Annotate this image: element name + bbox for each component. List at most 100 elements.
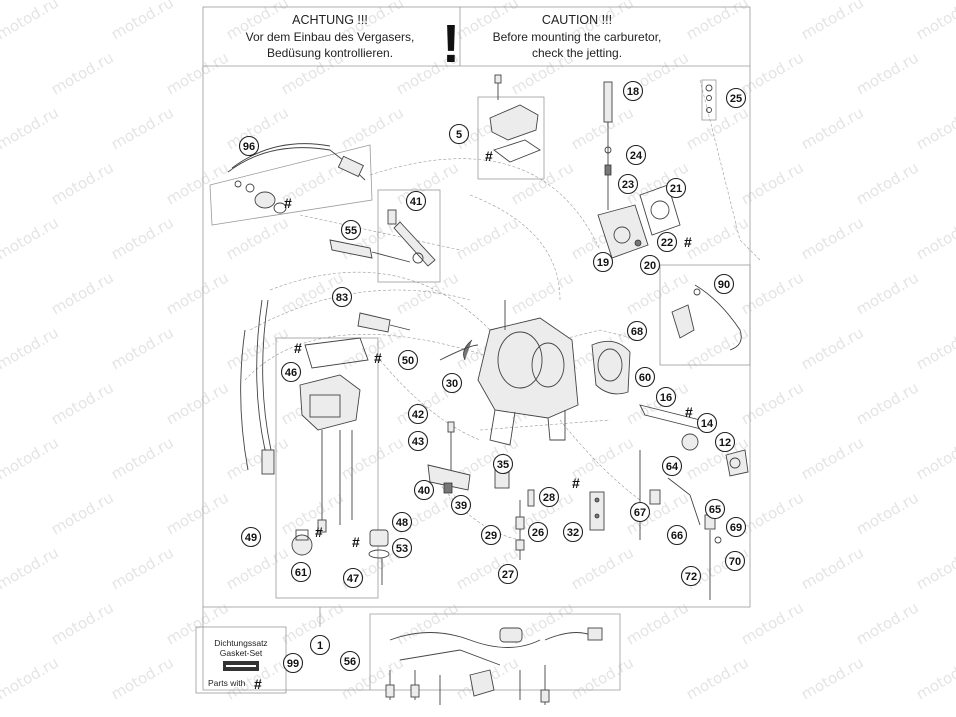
watermark-text: motod.ru [48, 48, 117, 98]
callout-label: 14 [701, 418, 714, 430]
watermark-text: motod.ru [683, 653, 752, 703]
hash-mark-5: # [374, 350, 382, 366]
callout-90: 90 [713, 273, 735, 295]
parts-layer [209, 74, 751, 705]
callout-12: 12 [714, 431, 736, 453]
callout-label: 90 [718, 279, 730, 291]
callout-circle [240, 526, 262, 548]
hash-mark-1: # [284, 195, 292, 211]
callout-circle [562, 521, 584, 543]
part-83-jet [357, 312, 411, 333]
caution-de-title: ACHTUNG !!! [292, 13, 368, 27]
callout-circle [714, 431, 736, 453]
watermark-text: motod.ru [108, 0, 177, 43]
watermark-text: motod.ru [0, 598, 2, 648]
hash-mark-6: # [685, 404, 693, 420]
watermark-text: motod.ru [738, 48, 807, 98]
callout-label: 25 [730, 93, 742, 105]
callout-circle [527, 521, 549, 543]
watermark-text: motod.ru [738, 598, 807, 648]
watermark-text: motod.ru [223, 213, 292, 263]
watermark-text: motod.ru [798, 103, 867, 153]
callout-circle [405, 190, 427, 212]
watermark-text: motod.ru [48, 158, 117, 208]
callout-label: 49 [245, 532, 257, 544]
callout-99: 99 [282, 652, 304, 674]
assembly-lines [244, 79, 761, 541]
callout-label: 23 [622, 179, 634, 191]
legend-box: Dichtungssatz Gasket-Set Parts with # [208, 638, 268, 692]
watermark-text: motod.ru [163, 378, 232, 428]
callout-65: 65 [704, 498, 726, 520]
callout-circle [497, 563, 519, 585]
callout-circle [492, 453, 514, 475]
callout-70: 70 [724, 550, 746, 572]
callout-67: 67 [629, 501, 651, 523]
watermark-text: motod.ru [163, 268, 232, 318]
watermark-text: motod.ru [853, 598, 922, 648]
callout-label: 28 [543, 492, 555, 504]
legend-parts-with: Parts with [208, 678, 246, 688]
callout-label: 32 [567, 527, 579, 539]
callout-label: 16 [660, 392, 672, 404]
part-47-48-53-float-parts [368, 529, 390, 585]
part-19-22-slide [597, 184, 681, 259]
callout-50: 50 [397, 349, 419, 371]
watermark-text: motod.ru [0, 653, 62, 703]
callout-32: 32 [562, 521, 584, 543]
watermark-text: motod.ru [683, 0, 752, 43]
callout-66: 66 [666, 524, 688, 546]
callout-circle [450, 494, 472, 516]
callout-circle [639, 254, 661, 276]
callout-label: 70 [729, 556, 741, 568]
watermark-text: motod.ru [108, 653, 177, 703]
watermark-text: motod.ru [913, 323, 956, 373]
legend-gasket-set: Gasket-Set [220, 648, 263, 658]
callout-39: 39 [450, 494, 472, 516]
callout-69: 69 [725, 516, 747, 538]
watermark-text: motod.ru [48, 268, 117, 318]
watermark-text: motod.ru [913, 543, 956, 593]
callout-label: 41 [410, 196, 422, 208]
callout-label: 64 [666, 461, 679, 473]
callout-83: 83 [331, 286, 353, 308]
callout-circle [622, 80, 644, 102]
callout-30: 30 [441, 372, 463, 394]
watermark-text: motod.ru [338, 433, 407, 483]
callout-label: 30 [446, 378, 458, 390]
callout-label: 83 [336, 292, 348, 304]
callout-circle [665, 177, 687, 199]
watermark-text: motod.ru [683, 323, 752, 373]
watermark-text: motod.ru [48, 378, 117, 428]
hash-mark-2: # [485, 148, 493, 164]
callout-label: 60 [639, 372, 651, 384]
watermark-text: motod.ru [738, 378, 807, 428]
callout-label: 69 [730, 522, 742, 534]
watermark-text: motod.ru [0, 543, 62, 593]
callout-circle [696, 412, 718, 434]
hash-marks: ######### [284, 148, 693, 550]
hash-mark-7: # [572, 475, 580, 491]
watermark-text: motod.ru [508, 268, 577, 318]
callout-26: 26 [527, 521, 549, 543]
watermark-text: motod.ru [0, 158, 2, 208]
exclamation-icon: ! [442, 14, 460, 74]
callout-circle [280, 361, 302, 383]
callout-42: 42 [407, 403, 429, 425]
callout-label: 27 [502, 569, 514, 581]
watermark-text: motod.ru [568, 103, 637, 153]
callout-16: 16 [655, 386, 677, 408]
callout-label: 96 [243, 141, 255, 153]
part-56-hoses [385, 627, 603, 705]
callout-48: 48 [391, 511, 413, 533]
watermark-text: motod.ru [623, 598, 692, 648]
watermark-text: motod.ru [0, 268, 2, 318]
callout-circle [617, 173, 639, 195]
watermark-text: motod.ru [393, 158, 462, 208]
callout-label: 24 [630, 150, 643, 162]
caution-de-line1: Vor dem Einbau des Vergasers, [246, 30, 415, 44]
callout-28: 28 [538, 486, 560, 508]
callout-circle [441, 372, 463, 394]
callout-label: 99 [287, 658, 299, 670]
